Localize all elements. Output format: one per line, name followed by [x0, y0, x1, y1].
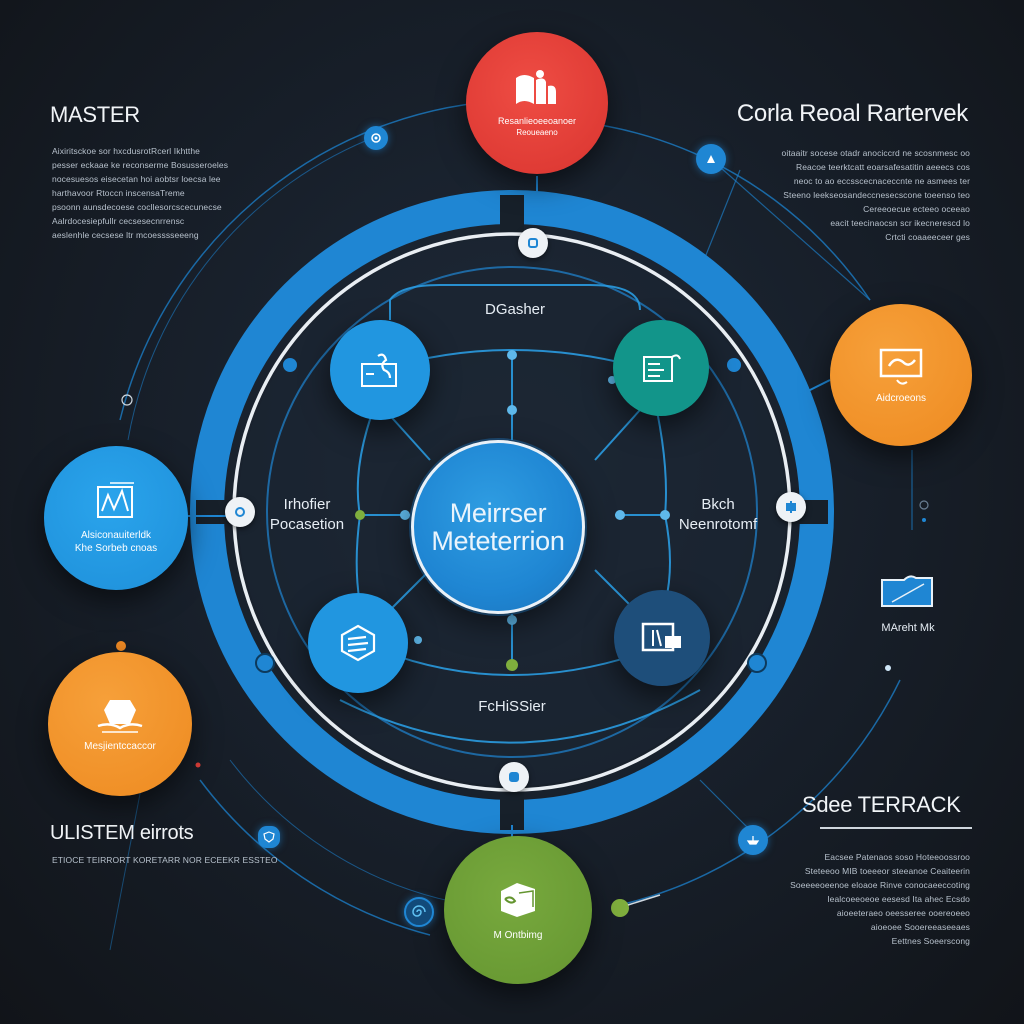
orbit-badge-chart[interactable] — [696, 144, 726, 174]
text-line: Eettnes Soeerscong — [891, 936, 970, 946]
orbit-badge-swirl[interactable] — [404, 897, 434, 927]
ship-icon — [746, 836, 760, 845]
text-line: Eacsee Patenaos soso Hoteeoossroo — [824, 852, 970, 862]
node-label: Aidcroeons — [875, 392, 927, 404]
top-left-description: Aixiritsckoe sor hxcdusrotRcerl Ikhtthe … — [52, 144, 228, 242]
puzzle-icon — [786, 501, 796, 513]
bottom-left-description: ETIOCE TEIRRORT KORETARR NOR ECEEKR ESST… — [52, 853, 278, 867]
monitor-icon — [879, 348, 923, 385]
ring-label-right-line2: Neenrotomf — [678, 516, 758, 534]
circle-icon — [235, 507, 245, 517]
text-line: eacit teecinaocsn scr ikecnerescd lo — [830, 218, 970, 228]
ring-label-left: Irhofier Pocasetion — [262, 495, 352, 536]
node-label-line2: Reoueaeno — [516, 127, 558, 137]
folder-item[interactable] — [880, 572, 934, 608]
folder-icon — [881, 575, 933, 607]
text-line: Cereeoecue ecteeo oceeao — [863, 204, 970, 214]
folder-item-label: MAreht Mk — [881, 622, 935, 634]
node-label-line1: Resanlieoeeoanoer — [497, 115, 577, 126]
text-line: aioeeteraeo oeesseree ooereoeeo — [836, 908, 970, 918]
text-line: neoc to ao eccsscecnaceccnte ne asmees t… — [793, 176, 970, 186]
text-line: Steteeoo MIB toeeeor steeanoe Ceaiteerin — [804, 866, 970, 876]
hub-title-line1: Meirrser — [449, 497, 547, 528]
ring-knob-left[interactable] — [225, 497, 255, 527]
text-line: psoonn aunsdecoese cocllesorcscecunecse — [52, 202, 222, 212]
chart-board-icon — [97, 482, 134, 518]
orbit-badge-gear[interactable] — [364, 126, 388, 150]
text-line: Steeno leekseosandeccnesecscone toeenso … — [783, 190, 970, 200]
cube-stack-icon — [340, 624, 376, 662]
book-figures-icon — [516, 69, 556, 104]
top-left-title: MASTER — [50, 102, 140, 127]
text-line: harthavoor Rtoccn inscensaTreme — [52, 188, 185, 198]
shield-icon — [263, 831, 275, 843]
node-label-line2: Khe Sorbeb cnoas — [74, 543, 158, 554]
swirl-icon — [412, 905, 426, 917]
ring-knob-right[interactable] — [776, 492, 806, 522]
text-line: Reacoe teerktcatt eoarsafesatitin aeeecs… — [795, 162, 970, 172]
bottom-right-title: Sdee TERRACK — [802, 792, 961, 817]
ring-label-bottom: FcHiSSier — [478, 698, 546, 715]
top-right-title: Corla Reoal Rartervek — [736, 100, 968, 127]
outer-node-bottom-left-orange[interactable]: Mesjientccaccor — [48, 652, 192, 796]
box-icon — [501, 882, 535, 917]
text-line: Aixiritsckoe sor hxcdusrotRcerl Ikhtthe — [52, 146, 200, 156]
inner-node-top-left[interactable] — [330, 320, 430, 420]
rocket-icon — [707, 155, 715, 163]
ring-label-left-line2: Pocasetion — [269, 516, 345, 534]
open-book-icon — [97, 699, 143, 733]
top-right-description: oitaaitr socese otadr anociccrd ne scosn… — [782, 146, 971, 244]
ring-label-right: Bkch Neenrotomf — [670, 495, 766, 536]
gear-icon — [371, 133, 381, 143]
node-label-line1: Alsiconauiterldk — [80, 530, 152, 541]
node-label: M Ontbimg — [493, 929, 543, 941]
gear-folder-icon — [361, 353, 397, 387]
square-icon — [509, 772, 519, 782]
text-line: oitaaitr socese otadr anociccrd ne scosn… — [781, 148, 970, 158]
text-line: aeslenhle cecsese ltr mcoesssseeeng — [52, 230, 199, 240]
outer-node-right-orange[interactable]: Aidcroeons — [830, 304, 972, 446]
screen-card-icon — [641, 622, 681, 652]
text-line: Soeeeeoeenoe eloaoe Rinve conocaeeccotin… — [790, 880, 970, 890]
outer-node-left-blue[interactable]: Alsiconauiterldk Khe Sorbeb cnoas — [44, 446, 188, 590]
text-line: Aalrdocesiepfullr cecsesecnrrensc — [52, 216, 185, 226]
text-line: Iealcoeeoeoe eesesd Ita ahec Ecsdo — [827, 894, 970, 904]
orbit-badge-shield[interactable] — [258, 826, 280, 848]
bottom-right-description: Eacsee Patenaos soso Hoteeoossroo Stetee… — [790, 850, 970, 948]
inner-node-top-right[interactable] — [613, 320, 709, 416]
title-underline-divider — [820, 827, 972, 829]
ring-label-left-line1: Irhofier — [283, 496, 331, 513]
text-line: ETIOCE TEIRRORT KORETARR NOR ECEEKR ESST… — [52, 855, 278, 865]
ring-label-top: DGasher — [484, 301, 546, 318]
outer-node-top-red[interactable]: Resanlieoeeoanoer Reoueaeno — [466, 32, 608, 174]
inner-node-bottom-right[interactable] — [614, 590, 710, 686]
ring-knob-top[interactable] — [518, 228, 548, 258]
hub-title-line2: Meteterrion — [431, 526, 565, 556]
square-icon — [528, 238, 538, 248]
inner-node-bottom-left[interactable] — [308, 593, 408, 693]
ring-label-right-line1: Bkch — [701, 496, 735, 513]
ring-knob-bottom[interactable] — [499, 762, 529, 792]
orbit-badge-ship[interactable] — [738, 825, 768, 855]
text-line: nocesuesos eisecetan hoi aobtsr loecsa l… — [52, 174, 221, 184]
node-label: Mesjientccaccor — [84, 740, 156, 752]
outer-node-bottom-green[interactable]: M Ontbimg — [444, 836, 592, 984]
text-line: aioeoee Sooereeaseeaes — [870, 922, 970, 932]
text-line: Crtcti coaaeeceer ges — [885, 232, 970, 242]
bottom-left-title: ULISTEM eirrots — [50, 822, 194, 844]
central-hub[interactable]: Meirrser Meteterrion — [411, 440, 585, 614]
text-line: pesser eckaae ke reconserme Bosusseroele… — [52, 160, 229, 170]
document-tray-icon — [643, 354, 681, 382]
